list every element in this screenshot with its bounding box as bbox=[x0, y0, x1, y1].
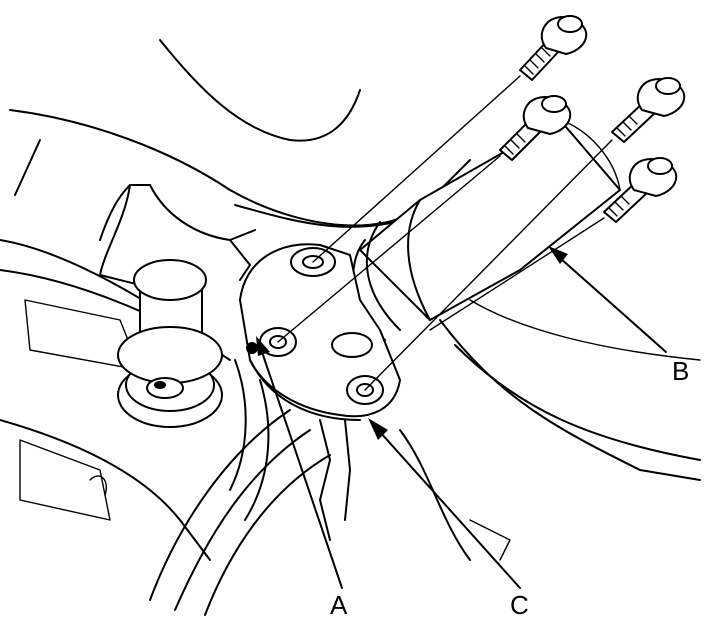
bushing bbox=[117, 259, 223, 428]
leader-b bbox=[548, 246, 667, 353]
bolt-2 bbox=[499, 95, 572, 161]
bolt-4 bbox=[603, 157, 678, 223]
bolt-3 bbox=[611, 77, 686, 143]
callout-c-label: C bbox=[510, 590, 529, 620]
leader-a bbox=[256, 336, 343, 589]
lower-bracket bbox=[319, 419, 511, 561]
bolt-1 bbox=[519, 15, 588, 81]
bolt-guide-lines bbox=[277, 75, 613, 391]
leader-c bbox=[368, 418, 521, 589]
knuckle bbox=[99, 184, 256, 286]
drive-shaft bbox=[352, 119, 621, 341]
callout-a-label: A bbox=[330, 590, 348, 620]
callout-b-label: B bbox=[672, 356, 690, 386]
housing-outline bbox=[9, 39, 701, 481]
